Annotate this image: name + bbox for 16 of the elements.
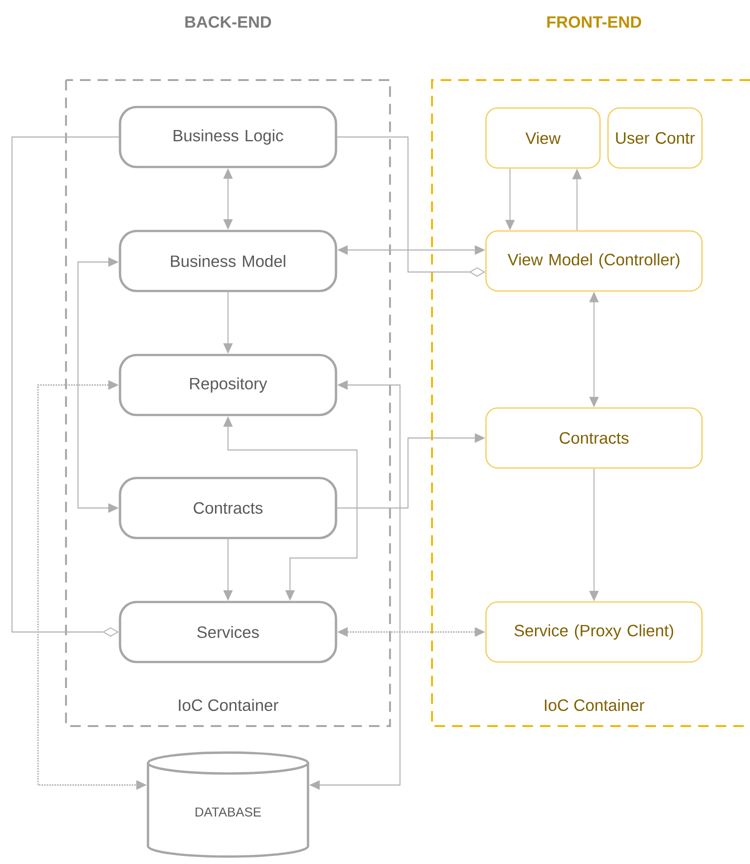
process-box: User Contr bbox=[607, 107, 703, 169]
column-heading: FRONT-END bbox=[547, 16, 642, 28]
process-box: Service (Proxy Client) bbox=[485, 601, 703, 663]
process-box: View Model (Controller) bbox=[485, 230, 703, 292]
column-heading: BACK-END bbox=[185, 16, 272, 28]
container-label: IoC Container bbox=[178, 698, 278, 712]
process-box: Contracts bbox=[485, 407, 703, 469]
process-box: Business Model bbox=[118, 230, 338, 292]
process-box: Repository bbox=[118, 354, 338, 416]
process-box: Services bbox=[118, 600, 338, 664]
arrow bbox=[12, 136, 120, 637]
process-box: View bbox=[485, 107, 601, 169]
process-box: Business Logic bbox=[118, 106, 338, 168]
container-label: IoC Container bbox=[544, 698, 644, 712]
database-cylinder: DATABASE bbox=[146, 751, 310, 858]
process-box: Contracts bbox=[118, 476, 338, 540]
